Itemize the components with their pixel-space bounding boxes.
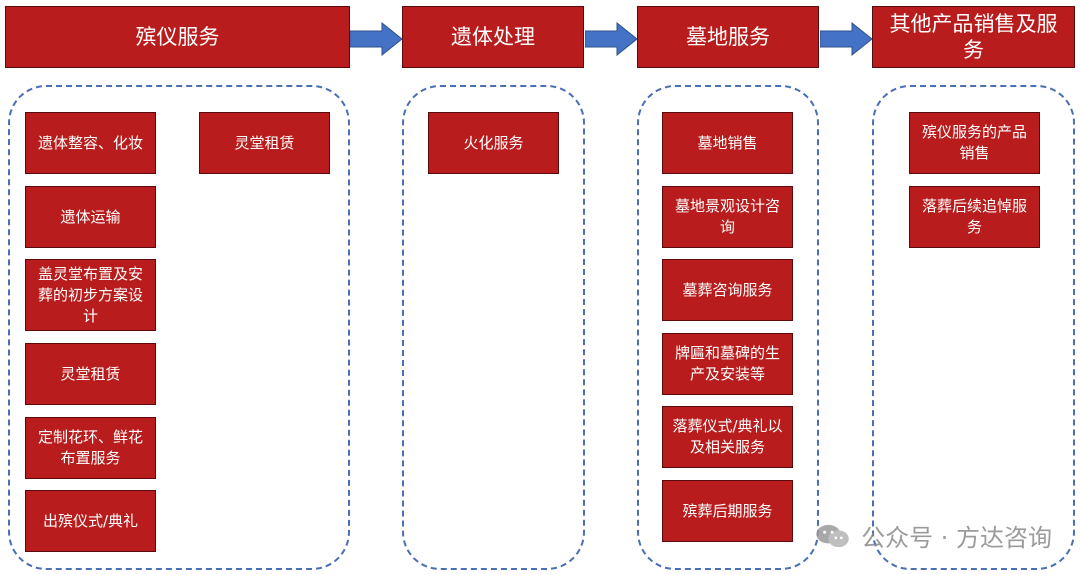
item-memorial-services: 落葬后续追悼服务 xyxy=(909,186,1040,248)
item-funeral-ceremony: 出殡仪式/典礼 xyxy=(25,490,156,552)
wechat-icon xyxy=(816,524,849,547)
item-body-transport: 遗体运输 xyxy=(25,186,156,248)
header-other-products: 其他产品销售及服务 xyxy=(872,6,1075,68)
header-cemetery-services-label: 墓地服务 xyxy=(686,25,770,49)
group-remains-handling xyxy=(402,85,585,570)
header-other-products-label: 其他产品销售及服务 xyxy=(889,12,1058,62)
watermark-text: 公众号 · 方达咨询 xyxy=(861,524,1052,552)
group-cemetery-services xyxy=(637,85,819,570)
item-plot-sales: 墓地销售 xyxy=(662,112,793,174)
item-custom-wreaths: 定制花环、鲜花布置服务 xyxy=(25,417,156,479)
group-other-products xyxy=(872,85,1075,570)
item-body-makeup: 遗体整容、化妆 xyxy=(25,112,156,174)
item-funeral-product-sales: 殡仪服务的产品销售 xyxy=(909,112,1040,174)
item-landscape-design: 墓地景观设计咨询 xyxy=(662,186,793,248)
item-post-funeral: 殡葬后期服务 xyxy=(662,480,793,542)
watermark: 公众号 · 方达咨询 xyxy=(813,518,1052,553)
item-hall-rental: 灵堂租赁 xyxy=(25,343,156,405)
item-cremation: 火化服务 xyxy=(428,112,559,174)
item-plaques-tombstones: 牌匾和墓碑的生产及安装等 xyxy=(662,333,793,395)
header-remains-handling-label: 遗体处理 xyxy=(451,25,535,49)
item-burial-consulting: 墓葬咨询服务 xyxy=(662,259,793,321)
item-hall-layout-design: 盖灵堂布置及安葬的初步方案设计 xyxy=(25,259,156,331)
header-cemetery-services: 墓地服务 xyxy=(637,6,819,68)
item-hall-rental-2: 灵堂租赁 xyxy=(199,112,330,174)
header-remains-handling: 遗体处理 xyxy=(402,6,584,68)
arrow-right-icon xyxy=(820,22,872,56)
header-funeral-services: 殡仪服务 xyxy=(5,6,350,68)
arrow-right-icon xyxy=(350,22,402,56)
group-funeral-services xyxy=(8,85,350,570)
arrow-right-icon xyxy=(585,22,637,56)
header-funeral-services-label: 殡仪服务 xyxy=(135,25,220,49)
item-burial-ceremony: 落葬仪式/典礼以及相关服务 xyxy=(662,406,793,468)
